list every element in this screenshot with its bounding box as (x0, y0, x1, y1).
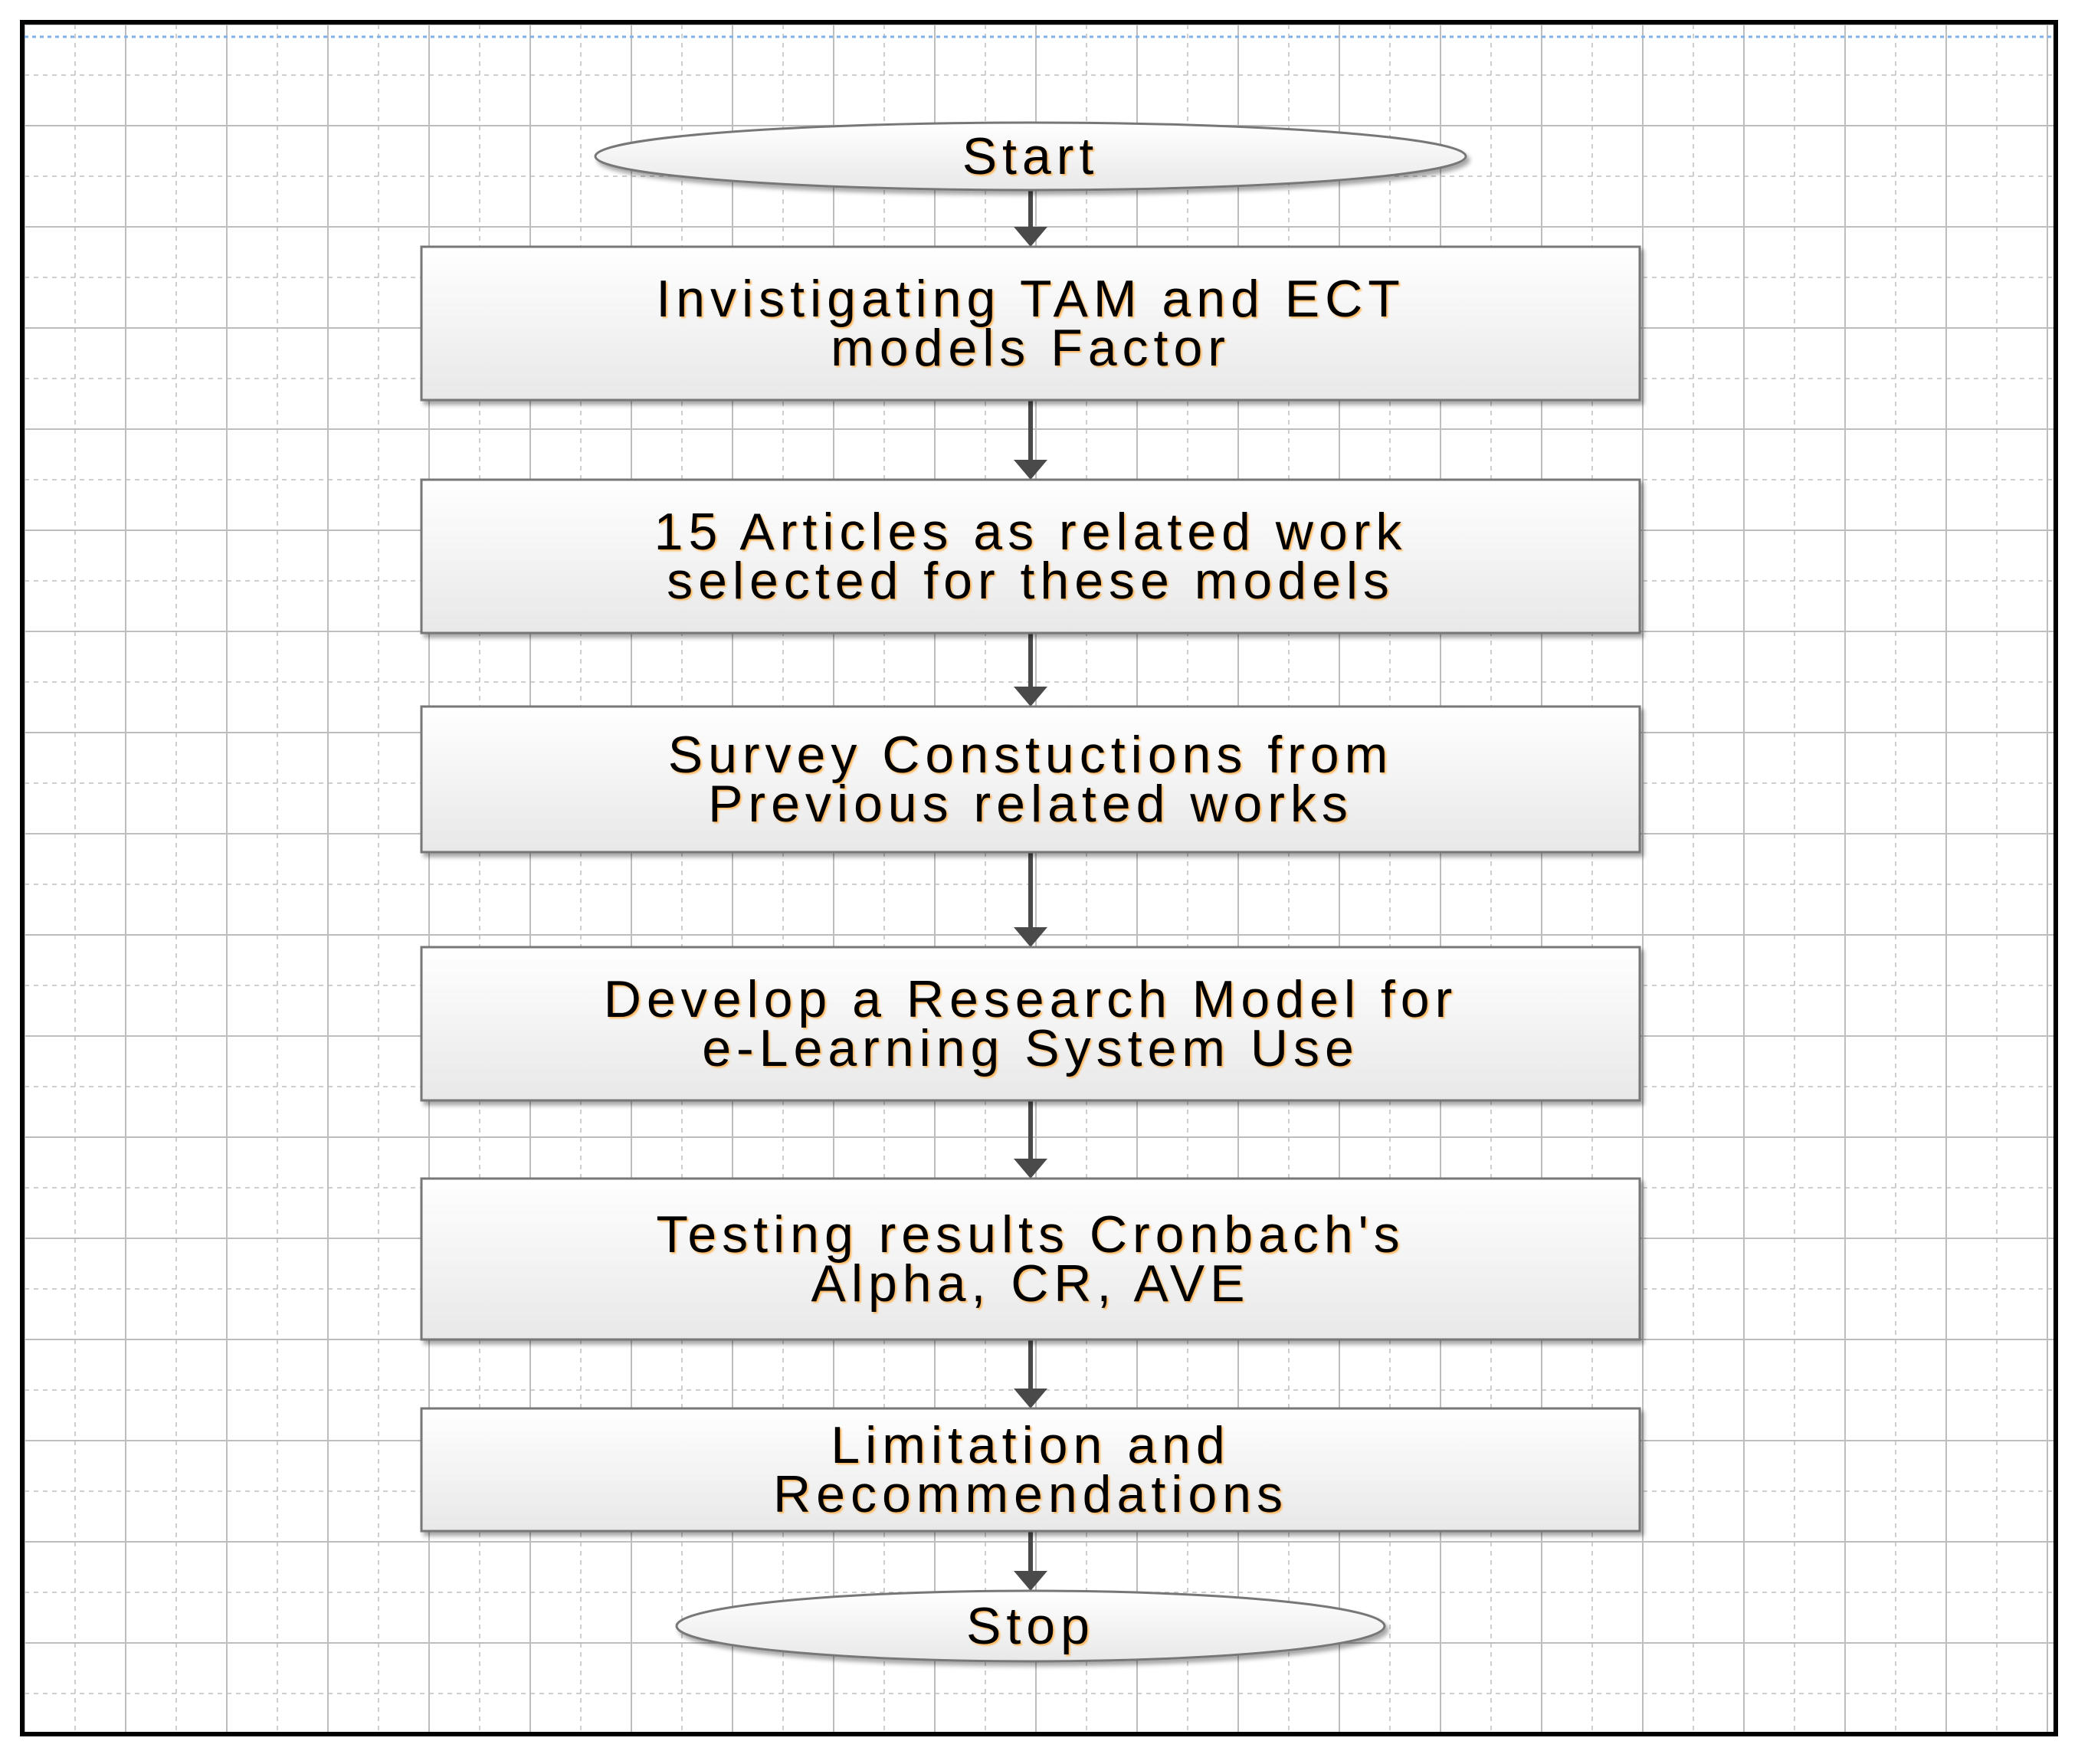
diagram-frame: Start Invistigating TAM and ECT models F… (20, 20, 2058, 1736)
connector-arrowhead (1014, 1159, 1047, 1179)
step-develop-research-model-box (420, 946, 1641, 1102)
flowchart-canvas (420, 121, 1641, 1663)
connector-layer (1014, 190, 1047, 1591)
connector-arrowhead (1014, 460, 1047, 480)
step-articles-selected-box (420, 478, 1641, 634)
step-limitation-recommendations-box (420, 1407, 1641, 1533)
step-testing-results-box (420, 1177, 1641, 1341)
connector-arrowhead (1014, 687, 1047, 707)
connector-arrowhead (1014, 1389, 1047, 1408)
connector-arrowhead (1014, 227, 1047, 247)
step-survey-construction-box (420, 705, 1641, 854)
connector-arrowhead (1014, 1571, 1047, 1591)
step-investigating-models-box (420, 245, 1641, 402)
connector-arrowhead (1014, 927, 1047, 947)
start-terminal-shape (594, 121, 1467, 192)
stop-terminal-shape (675, 1589, 1386, 1663)
shape-layer (420, 121, 1641, 1663)
